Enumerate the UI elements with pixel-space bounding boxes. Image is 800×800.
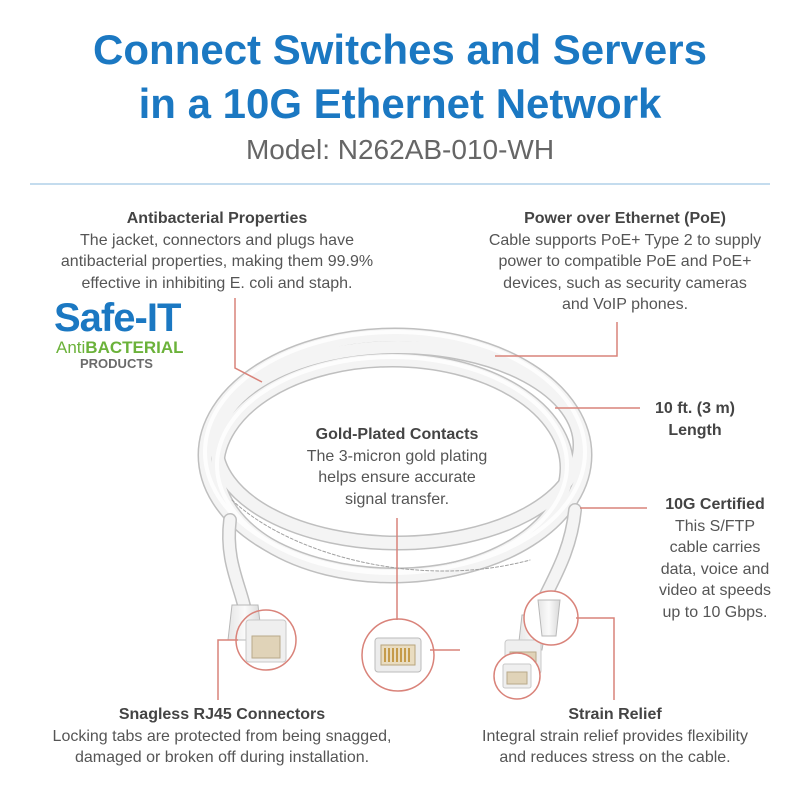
page-title-line-2: in a 10G Ethernet Network [138, 80, 662, 127]
feature-text: devices, such as security cameras [503, 274, 747, 292]
feature-text: video at speeds [658, 582, 772, 599]
feature-rj45-connectors: Snagless RJ45 Connectors Locking tabs ar… [22, 704, 422, 769]
logo-products: PRODUCTS [80, 356, 153, 371]
header-divider [30, 183, 770, 185]
feature-title: 10G Certified [665, 496, 765, 513]
logo-wordmark: Safe-IT [54, 296, 181, 340]
feature-strain-relief: Strain Relief Integral strain relief pro… [455, 704, 775, 769]
feature-text: and reduces stress on the cable. [499, 749, 731, 766]
feature-text: helps ensure accurate [318, 469, 476, 486]
feature-text: Locking tabs are protected from being sn… [52, 727, 392, 745]
feature-title: Antibacterial Properties [126, 210, 308, 227]
feature-text: Cable supports PoE+ Type 2 to supply [488, 231, 762, 249]
feature-10g-certified: 10G Certified This S/FTP cable carries d… [640, 494, 790, 623]
strain-relief-zoom [523, 590, 579, 646]
feature-title: Strain Relief [568, 706, 662, 723]
feature-text: power to compatible PoE and PoE+ [498, 253, 752, 270]
feature-antibacterial: Antibacterial Properties The jacket, con… [18, 208, 416, 294]
feature-text: This S/FTP [674, 517, 755, 535]
feature-text: Integral strain relief provides flexibil… [482, 727, 748, 745]
model-number: Model: N262AB-010-WH [245, 134, 555, 165]
feature-length: 10 ft. (3 m) Length [630, 398, 760, 441]
feature-text: up to 10 Gbps. [662, 603, 768, 621]
feature-text: effective in inhibiting E. coli and stap… [81, 274, 353, 292]
feature-title: 10 ft. (3 m) [654, 400, 735, 417]
feature-poe: Power over Ethernet (PoE) Cable supports… [455, 208, 795, 316]
feature-text: and VoIP phones. [561, 296, 689, 313]
page-title-line-1: Connect Switches and Servers [93, 26, 707, 73]
logo-antibacterial: AntiBACTERIAL [56, 338, 184, 357]
feature-text: cable carries [669, 539, 761, 556]
feature-title: Gold-Plated Contacts [315, 426, 479, 443]
feature-title: Power over Ethernet (PoE) [524, 210, 726, 227]
feature-text: signal transfer. [344, 490, 450, 508]
plug-zoom [493, 652, 541, 700]
feature-text: data, voice and [660, 560, 770, 578]
feature-text: damaged or broken off during installatio… [74, 749, 370, 766]
left-plug [227, 604, 287, 663]
callout-lines [217, 298, 647, 700]
feature-text: antibacterial properties, making them 99… [60, 253, 374, 270]
gold-contacts-zoom [361, 618, 435, 692]
safe-it-logo: Safe-IT AntiBACTERIAL PRODUCTS [54, 296, 204, 380]
feature-text: The jacket, connectors and plugs have [80, 231, 354, 249]
feature-gold-contacts: Gold-Plated Contacts The 3-micron gold p… [262, 424, 532, 510]
feature-title: Snagless RJ45 Connectors [118, 706, 326, 723]
feature-title: Length [668, 421, 722, 439]
feature-text: The 3-micron gold plating [306, 447, 488, 465]
